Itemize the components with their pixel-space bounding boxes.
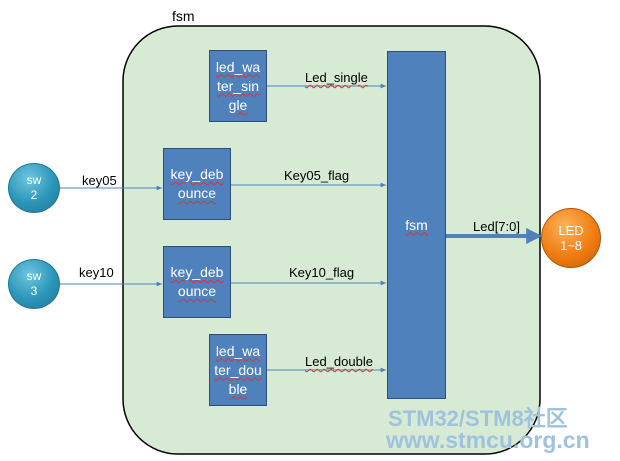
led-water-single-label: led_water_single [215,58,261,113]
key-debounce-label-1: key_debounce [170,166,224,201]
led-water-single-block: led_water_single [209,50,267,122]
led-double-label: Led_double [305,354,373,369]
led-top-label: LED [558,223,584,238]
watermark-line2: www.stmcu.org.cn [386,427,590,453]
sw3-bottom-label: 3 [30,284,38,298]
key05-flag-label: Key05_flag [284,168,350,183]
led-bus-label: Led[7:0] [473,219,520,234]
key-debounce-label-2: key_debounce [170,264,224,299]
led-single-label: Led_single [305,70,368,85]
led-node: LED 1~8 [541,208,601,268]
key-debounce-block-1: key_debounce [163,148,231,220]
key-debounce-block-2: key_debounce [163,246,231,318]
sw2-bottom-label: 2 [30,188,38,202]
led-water-double-block: led_water_double [209,334,267,406]
watermark-line1: STM32/STM8社区 [388,406,568,431]
key10-label: key10 [79,265,114,280]
key10-flag-label: Key10_flag [289,265,355,280]
sw3-top-label: sw [26,269,42,283]
sw2-top-label: sw [26,173,42,187]
led-bottom-label: 1~8 [559,238,583,253]
fsm-block-label: fsm [405,216,428,233]
sw2-node: sw 2 [8,163,60,213]
container-label: fsm [172,8,195,24]
sw3-node: sw 3 [8,259,60,309]
key05-label: key05 [82,173,117,188]
fsm-container [122,25,541,455]
led-water-double-label: led_water_double [214,342,262,397]
fsm-block: fsm [387,51,446,399]
